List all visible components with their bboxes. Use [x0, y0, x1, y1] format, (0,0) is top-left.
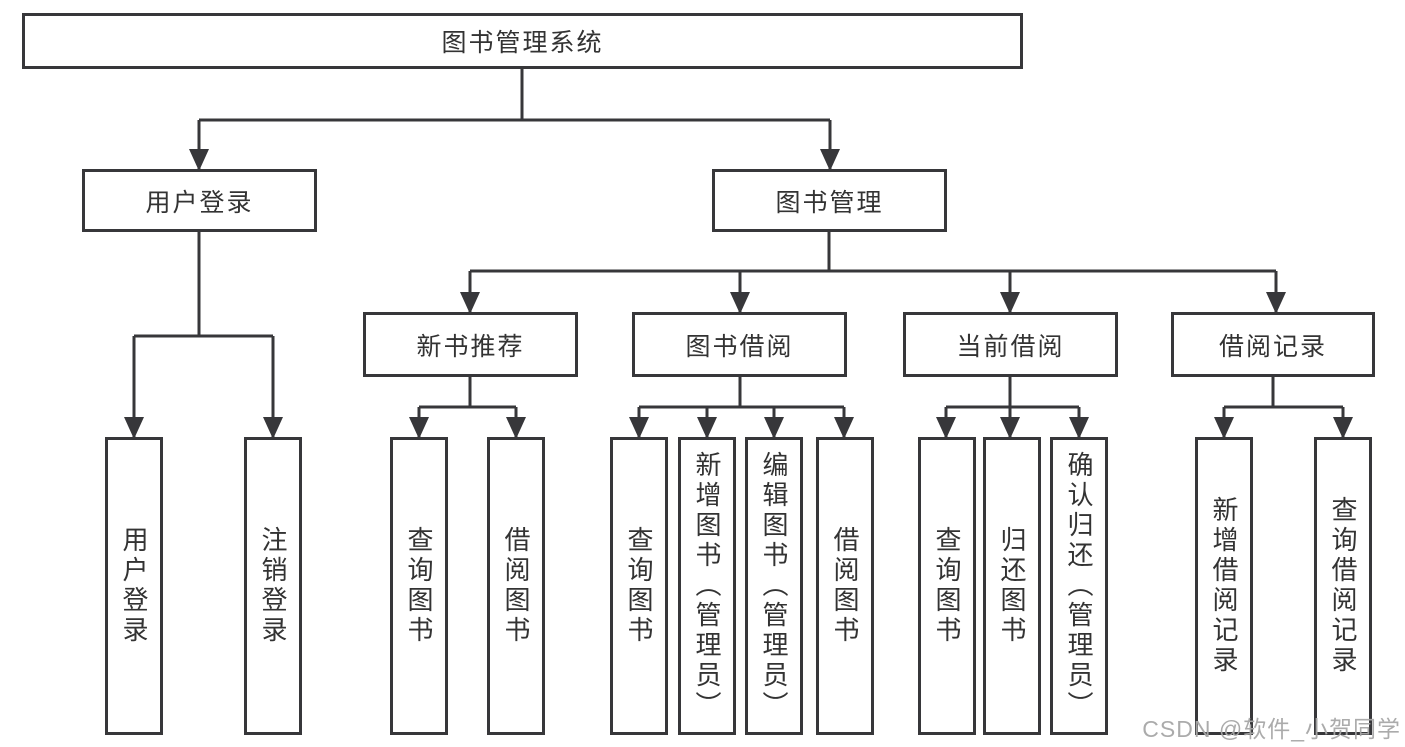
connector-root-split	[189, 69, 840, 171]
node-new-book-rec: 新书推荐	[363, 312, 578, 377]
node-current-borrow: 当前借阅	[903, 312, 1118, 377]
leaf-newbooks-query-books-label: 查询图书	[404, 526, 434, 646]
leaf-newbooks-query-books: 查询图书	[390, 437, 448, 735]
leaf-borrow-query-books-label: 查询图书	[624, 526, 654, 646]
node-current-borrow-label: 当前借阅	[956, 332, 1065, 361]
leaf-user-login-label: 用户登录	[119, 526, 149, 646]
leaf-borrow-borrow-books: 借阅图书	[816, 437, 874, 735]
leaf-logout-label: 注销登录	[258, 526, 288, 646]
leaf-current-confirm-return-label: 确认归还（管理员）	[1064, 451, 1094, 721]
leaf-records-add-record: 新增借阅记录	[1195, 437, 1253, 735]
leaf-records-add-record-label: 新增借阅记录	[1209, 496, 1239, 676]
node-borrow-record-label: 借阅记录	[1218, 332, 1327, 361]
leaf-newbooks-borrow-books: 借阅图书	[487, 437, 545, 735]
node-root: 图书管理系统	[22, 13, 1023, 69]
connector-book-mgmt-split	[460, 232, 1286, 314]
leaf-borrow-query-books: 查询图书	[610, 437, 668, 735]
leaf-borrow-borrow-books-label: 借阅图书	[830, 526, 860, 646]
connector-new-book-rec-split	[409, 377, 526, 439]
leaf-logout: 注销登录	[244, 437, 302, 735]
node-book-borrow: 图书借阅	[632, 312, 847, 377]
leaf-records-query-record: 查询借阅记录	[1314, 437, 1372, 735]
leaf-user-login: 用户登录	[105, 437, 163, 735]
leaf-current-query-books: 查询图书	[918, 437, 976, 735]
leaf-current-query-books-label: 查询图书	[932, 526, 962, 646]
node-borrow-record: 借阅记录	[1171, 312, 1375, 377]
leaf-borrow-edit-books: 编辑图书（管理员）	[745, 437, 803, 735]
node-book-borrow-label: 图书借阅	[685, 332, 794, 361]
connector-borrow-record-split	[1214, 377, 1353, 439]
connector-book-borrow-split	[629, 377, 854, 439]
leaf-borrow-add-books: 新增图书（管理员）	[678, 437, 736, 735]
leaf-current-return-books-label: 归还图书	[997, 526, 1027, 646]
leaf-newbooks-borrow-books-label: 借阅图书	[501, 526, 531, 646]
node-user-login-label: 用户登录	[145, 188, 254, 217]
node-book-mgmt-label: 图书管理	[775, 188, 884, 217]
node-user-login: 用户登录	[82, 169, 317, 232]
watermark: CSDN @软件_小贺同学	[1142, 716, 1401, 742]
leaf-borrow-edit-books-label: 编辑图书（管理员）	[759, 451, 789, 721]
leaf-current-return-books: 归还图书	[983, 437, 1041, 735]
leaf-borrow-add-books-label: 新增图书（管理员）	[692, 451, 722, 721]
leaf-records-query-record-label: 查询借阅记录	[1328, 496, 1358, 676]
connector-current-borrow-split	[936, 377, 1089, 439]
node-root-label: 图书管理系统	[441, 29, 604, 57]
node-book-mgmt: 图书管理	[712, 169, 947, 232]
node-new-book-rec-label: 新书推荐	[416, 332, 525, 361]
connector-user-login-split	[124, 232, 283, 439]
leaf-current-confirm-return: 确认归还（管理员）	[1050, 437, 1108, 735]
